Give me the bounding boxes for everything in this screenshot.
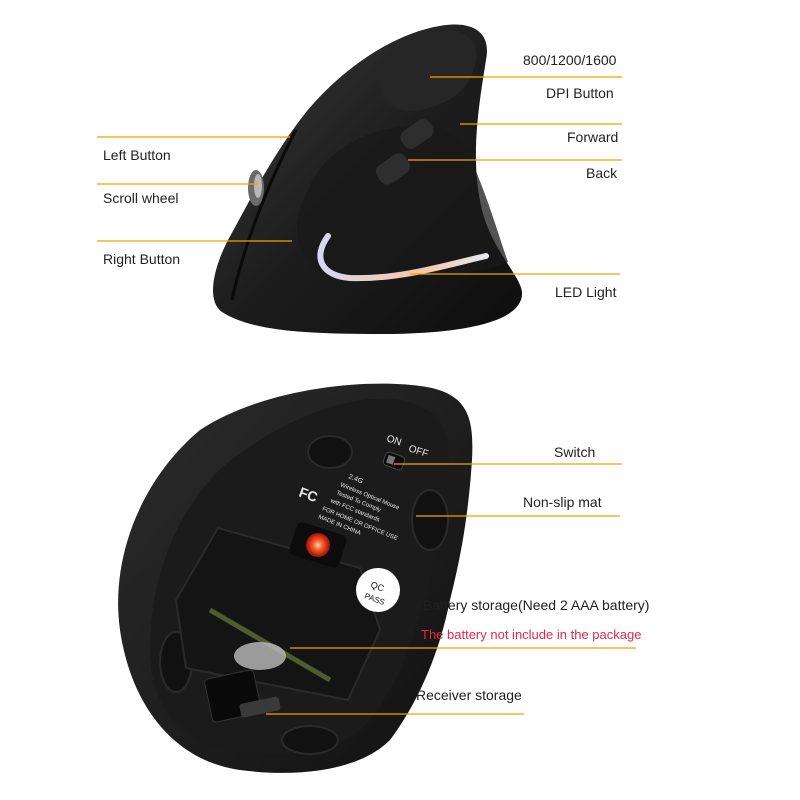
optical-sensor-glow: [306, 533, 330, 557]
battery-storage-label: Battery storage(Need 2 AAA battery): [423, 597, 650, 613]
receiver-storage-label: Receiver storage: [416, 687, 522, 703]
forward-button-part: [400, 119, 434, 149]
non-slip-mat-label: Non-slip mat: [523, 494, 602, 510]
led-strip: [317, 233, 489, 282]
qc-text: QC: [369, 579, 386, 593]
back-button-part: [375, 153, 411, 185]
back-label: Back: [586, 165, 618, 181]
top-mouse: [212, 24, 523, 335]
left-button-label: Left Button: [103, 147, 171, 163]
on-mark: ON: [385, 433, 403, 448]
switch-label: Switch: [554, 444, 596, 460]
battery-door: [174, 526, 382, 702]
right-button-label: Right Button: [103, 251, 181, 267]
forward-label: Forward: [567, 129, 619, 145]
bottom-mouse: [118, 383, 473, 773]
leader-lines: [97, 76, 636, 715]
fc-logo: FC: [297, 484, 320, 505]
qc-sticker: [356, 568, 400, 612]
scroll-wheel-label: Scroll wheel: [103, 190, 179, 206]
dpi-button-label: DPI Button: [546, 85, 614, 101]
led-light-label: LED Light: [555, 284, 617, 300]
battery-note-label: The battery not include in the package: [421, 627, 642, 642]
dpi-values-label: 800/1200/1600: [523, 52, 617, 68]
